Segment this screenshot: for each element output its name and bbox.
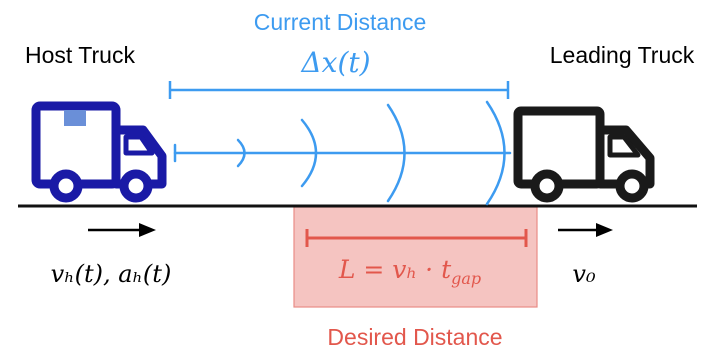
current-distance-bracket [168, 81, 510, 99]
desired-distance-formula: L = vₕ · tgap [338, 255, 481, 288]
gap-subscript: gap [451, 269, 481, 288]
signal-wave-icon [485, 100, 506, 206]
radar-signal [173, 100, 512, 206]
delta-x-label: Δx(t) [300, 46, 370, 79]
desired-distance-label: Desired Distance [327, 324, 502, 350]
signal-wave-icon [236, 138, 246, 168]
leading-truck-icon [513, 106, 655, 203]
desired-formula-main: L = vₕ · t [338, 255, 452, 284]
host-truck-box-icon [64, 110, 86, 126]
host-state-label: vₕ(t), aₕ(t) [51, 260, 172, 288]
current-distance-label: Current Distance [254, 9, 427, 35]
leading-truck-label: Leading Truck [550, 42, 695, 68]
host-truck-icon [31, 101, 167, 203]
host-truck-label: Host Truck [25, 42, 135, 68]
desired-distance-box [293, 206, 538, 308]
host-arrow-icon [88, 223, 156, 237]
signal-wave-icon [300, 118, 318, 188]
leading-arrow-icon [558, 223, 613, 237]
desired-distance-bracket [305, 229, 528, 247]
signal-wave-icon [386, 103, 406, 203]
leading-speed-label: v₀ [572, 260, 596, 288]
